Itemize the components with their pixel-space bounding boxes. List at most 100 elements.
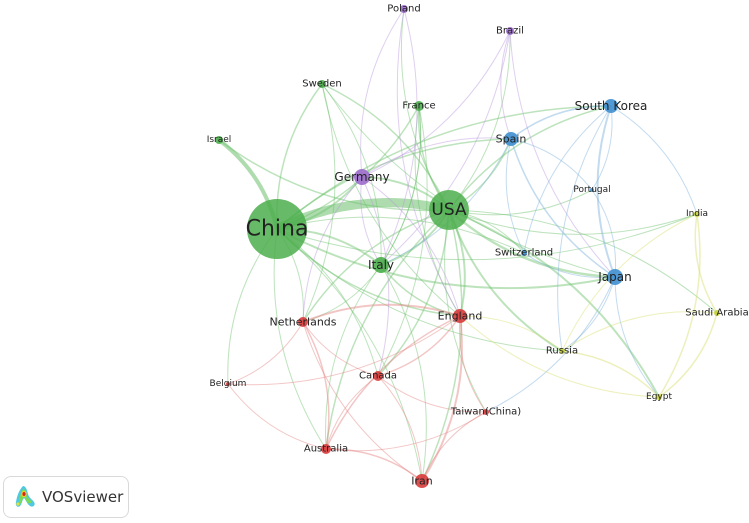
link-japan-egypt <box>614 276 660 398</box>
node-australia[interactable] <box>321 444 331 454</box>
link-india-egypt <box>658 213 701 398</box>
link-usa-poland <box>400 8 450 211</box>
link-belgium-australia <box>227 383 327 450</box>
link-russia-egypt <box>561 350 660 398</box>
link-china-spain <box>276 138 512 230</box>
link-russia-england <box>459 315 563 352</box>
node-netherlands[interactable] <box>298 317 308 327</box>
vosviewer-logo[interactable]: VOSviewer <box>3 476 129 518</box>
link-usa-netherlands <box>302 209 450 323</box>
link-china-iran <box>276 228 423 482</box>
link-sweden-netherlands <box>302 83 336 323</box>
node-germany[interactable] <box>354 169 370 185</box>
link-germany-england <box>361 176 461 317</box>
link-canada-australia <box>325 375 379 450</box>
label-spain[interactable]: Spain <box>496 133 527 146</box>
link-japan-russia <box>561 276 616 352</box>
node-egypt[interactable] <box>656 394 662 400</box>
label-england[interactable]: England <box>438 310 483 323</box>
node-israel[interactable] <box>215 136 223 144</box>
label-sweden[interactable]: Sweden <box>302 79 342 90</box>
link-england-taiwan <box>459 315 487 413</box>
link-germany-italy <box>360 176 382 266</box>
label-taiwan[interactable]: Taiwan(China) <box>450 407 521 418</box>
node-usa[interactable] <box>429 190 469 230</box>
label-india[interactable]: India <box>686 209 708 219</box>
link-england-canada <box>377 315 461 377</box>
link-usa-sweden <box>321 83 450 211</box>
node-canada[interactable] <box>373 371 383 381</box>
label-egypt[interactable]: Egypt <box>646 392 672 402</box>
node-spain[interactable] <box>504 132 518 146</box>
link-china-russia <box>276 228 563 352</box>
node-poland[interactable] <box>400 5 408 13</box>
node-england[interactable] <box>453 309 467 323</box>
link-saudi-arabia-russia <box>561 311 718 352</box>
link-china-australia <box>273 228 327 450</box>
link-netherlands-iran <box>302 321 423 482</box>
label-italy[interactable]: Italy <box>368 258 394 272</box>
link-germany-canada <box>361 176 390 377</box>
link-usa-australia <box>325 209 450 450</box>
link-poland-italy <box>380 8 418 266</box>
node-saudi-arabia[interactable] <box>714 310 720 316</box>
node-switzerland[interactable] <box>521 250 527 256</box>
link-saudi-arabia-egypt <box>658 312 718 398</box>
node-italy[interactable] <box>373 257 389 273</box>
link-spain-switzerland <box>505 138 525 254</box>
node-south-korea[interactable] <box>604 99 618 113</box>
label-poland[interactable]: Poland <box>387 4 420 15</box>
link-australia-taiwan <box>325 411 487 452</box>
link-china-japan <box>276 228 616 290</box>
label-japan[interactable]: Japan <box>597 270 631 284</box>
label-australia[interactable]: Australia <box>304 444 348 455</box>
link-france-canada <box>377 105 428 377</box>
node-russia[interactable] <box>559 348 565 354</box>
link-netherlands-belgium <box>227 321 304 385</box>
label-russia[interactable]: Russia <box>546 346 578 357</box>
link-germany-poland <box>360 8 405 178</box>
link-brazil-spain <box>500 30 512 140</box>
link-usa-brazil <box>448 30 511 211</box>
label-saudi-arabia[interactable]: Saudi Arabia <box>685 308 748 319</box>
label-germany[interactable]: Germany <box>334 170 389 184</box>
label-brazil[interactable]: Brazil <box>496 26 524 37</box>
node-japan[interactable] <box>607 269 623 285</box>
label-netherlands[interactable]: Netherlands <box>269 316 336 329</box>
link-usa-japan <box>448 209 616 279</box>
link-japan-portugal <box>591 189 617 278</box>
link-poland-england <box>396 8 461 317</box>
label-china[interactable]: China <box>246 217 309 242</box>
link-usa-egypt <box>448 209 660 398</box>
node-sweden[interactable] <box>318 80 326 88</box>
label-france[interactable]: France <box>402 101 435 112</box>
node-iran[interactable] <box>415 474 429 488</box>
label-south-korea[interactable]: South Korea <box>575 99 648 113</box>
node-belgium[interactable] <box>226 382 230 386</box>
label-belgium[interactable]: Belgium <box>210 379 247 389</box>
label-portugal[interactable]: Portugal <box>573 185 610 195</box>
link-china-south-korea <box>276 105 612 230</box>
link-australia-iran <box>325 448 423 482</box>
label-iran[interactable]: Iran <box>411 475 433 488</box>
link-france-italy <box>380 105 422 266</box>
link-netherlands-canada <box>302 321 379 377</box>
node-brazil[interactable] <box>506 27 514 35</box>
node-india[interactable] <box>694 211 700 217</box>
label-canada[interactable]: Canada <box>359 371 397 382</box>
link-japan-switzerland <box>523 252 616 279</box>
link-italy-netherlands <box>302 264 382 323</box>
node-taiwan[interactable] <box>483 409 489 415</box>
node-france[interactable] <box>414 101 424 111</box>
link-egypt-england <box>459 315 660 398</box>
node-china[interactable] <box>247 199 307 259</box>
vosviewer-logo-text: VOSviewer <box>42 488 124 506</box>
link-netherlands-australia <box>302 321 330 450</box>
label-switzerland[interactable]: Switzerland <box>495 248 553 259</box>
node-portugal[interactable] <box>590 188 594 192</box>
link-england-netherlands <box>302 303 461 323</box>
link-usa-india <box>448 209 698 235</box>
label-israel[interactable]: Israel <box>207 135 232 145</box>
label-usa[interactable]: USA <box>431 200 467 220</box>
